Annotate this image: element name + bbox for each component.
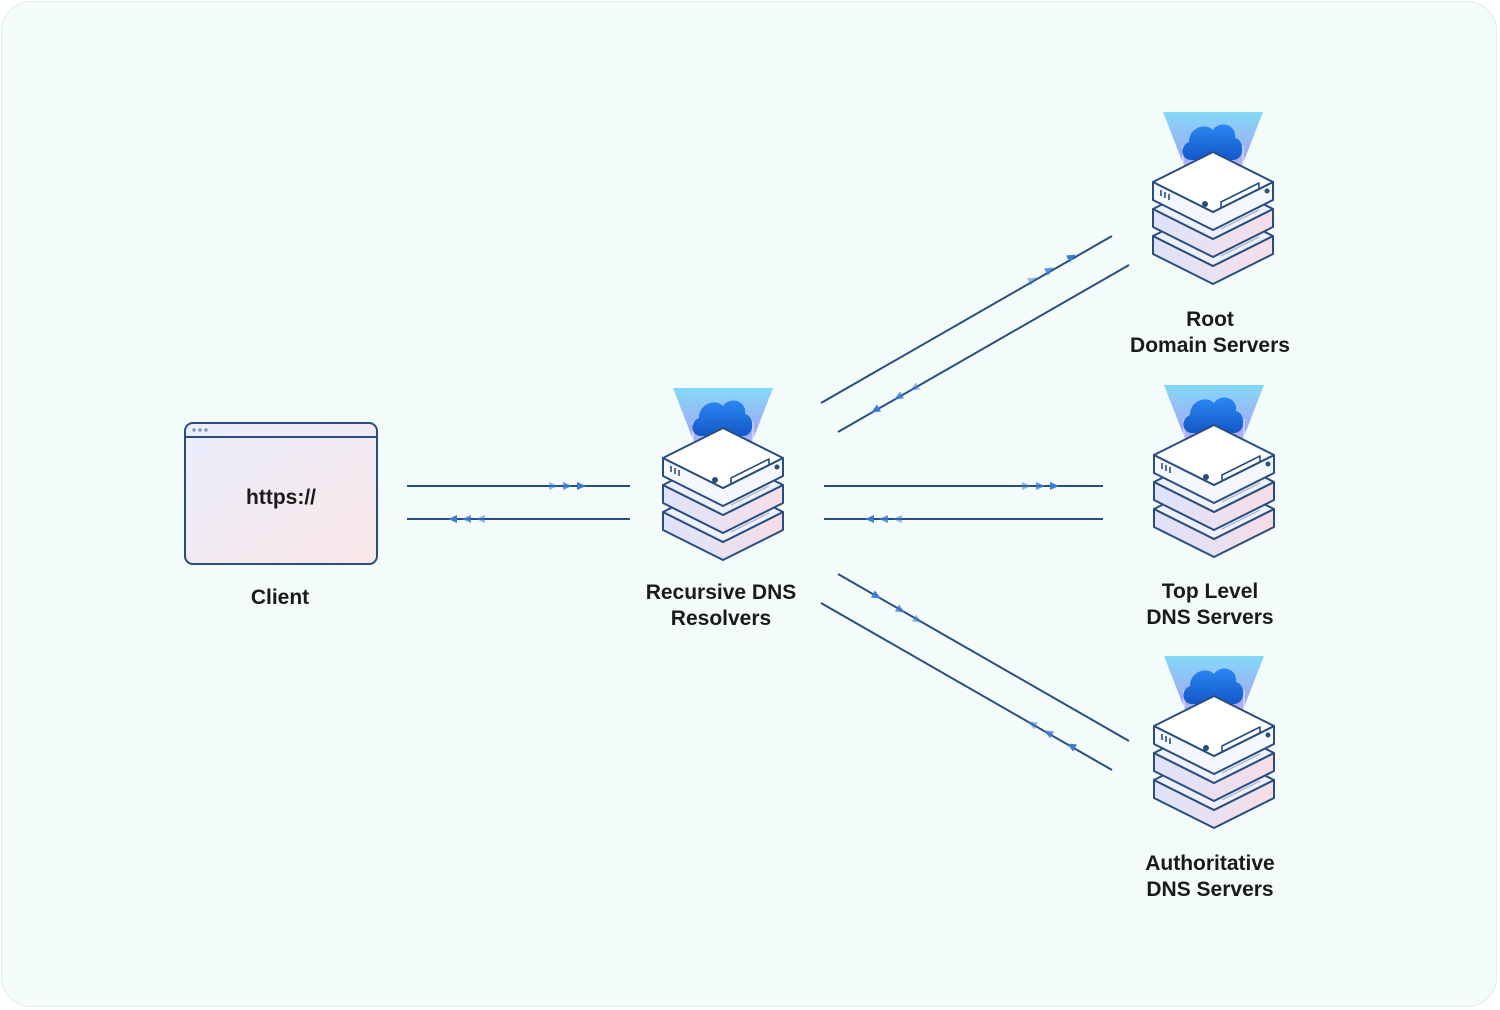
browser-window-icon (184, 422, 378, 565)
resolver-label-line2: Resolvers (670, 607, 772, 630)
tld-label: Top Level DNS Servers (1100, 579, 1320, 631)
resolver-server-icon (662, 387, 784, 561)
tld-server-icon (1153, 384, 1275, 558)
root-label: Root Domain Servers (1100, 307, 1320, 359)
resolver-to-authoritative-line (837, 573, 1130, 742)
authoritative-label-line2: DNS Servers (1146, 878, 1274, 901)
authoritative-label-line1: Authoritative (1145, 852, 1275, 875)
client-label: Client (250, 586, 310, 609)
resolver-to-root-line (820, 235, 1113, 404)
authoritative-label: Authoritative DNS Servers (1100, 851, 1320, 903)
resolver-label: Recursive DNS Resolvers (611, 580, 831, 632)
tld-label-line2: DNS Servers (1146, 606, 1274, 629)
tld-label-line1: Top Level (1161, 580, 1259, 603)
resolver-label-line1: Recursive DNS (645, 581, 797, 604)
authoritative-server-icon (1153, 655, 1275, 829)
root-label-line1: Root (1186, 308, 1234, 331)
authoritative-to-resolver-line (820, 602, 1113, 771)
root-to-resolver-line (837, 264, 1130, 433)
root-label-line2: Domain Servers (1130, 334, 1290, 357)
client-url-text: https:// (246, 486, 316, 509)
root-server-icon (1152, 111, 1274, 285)
